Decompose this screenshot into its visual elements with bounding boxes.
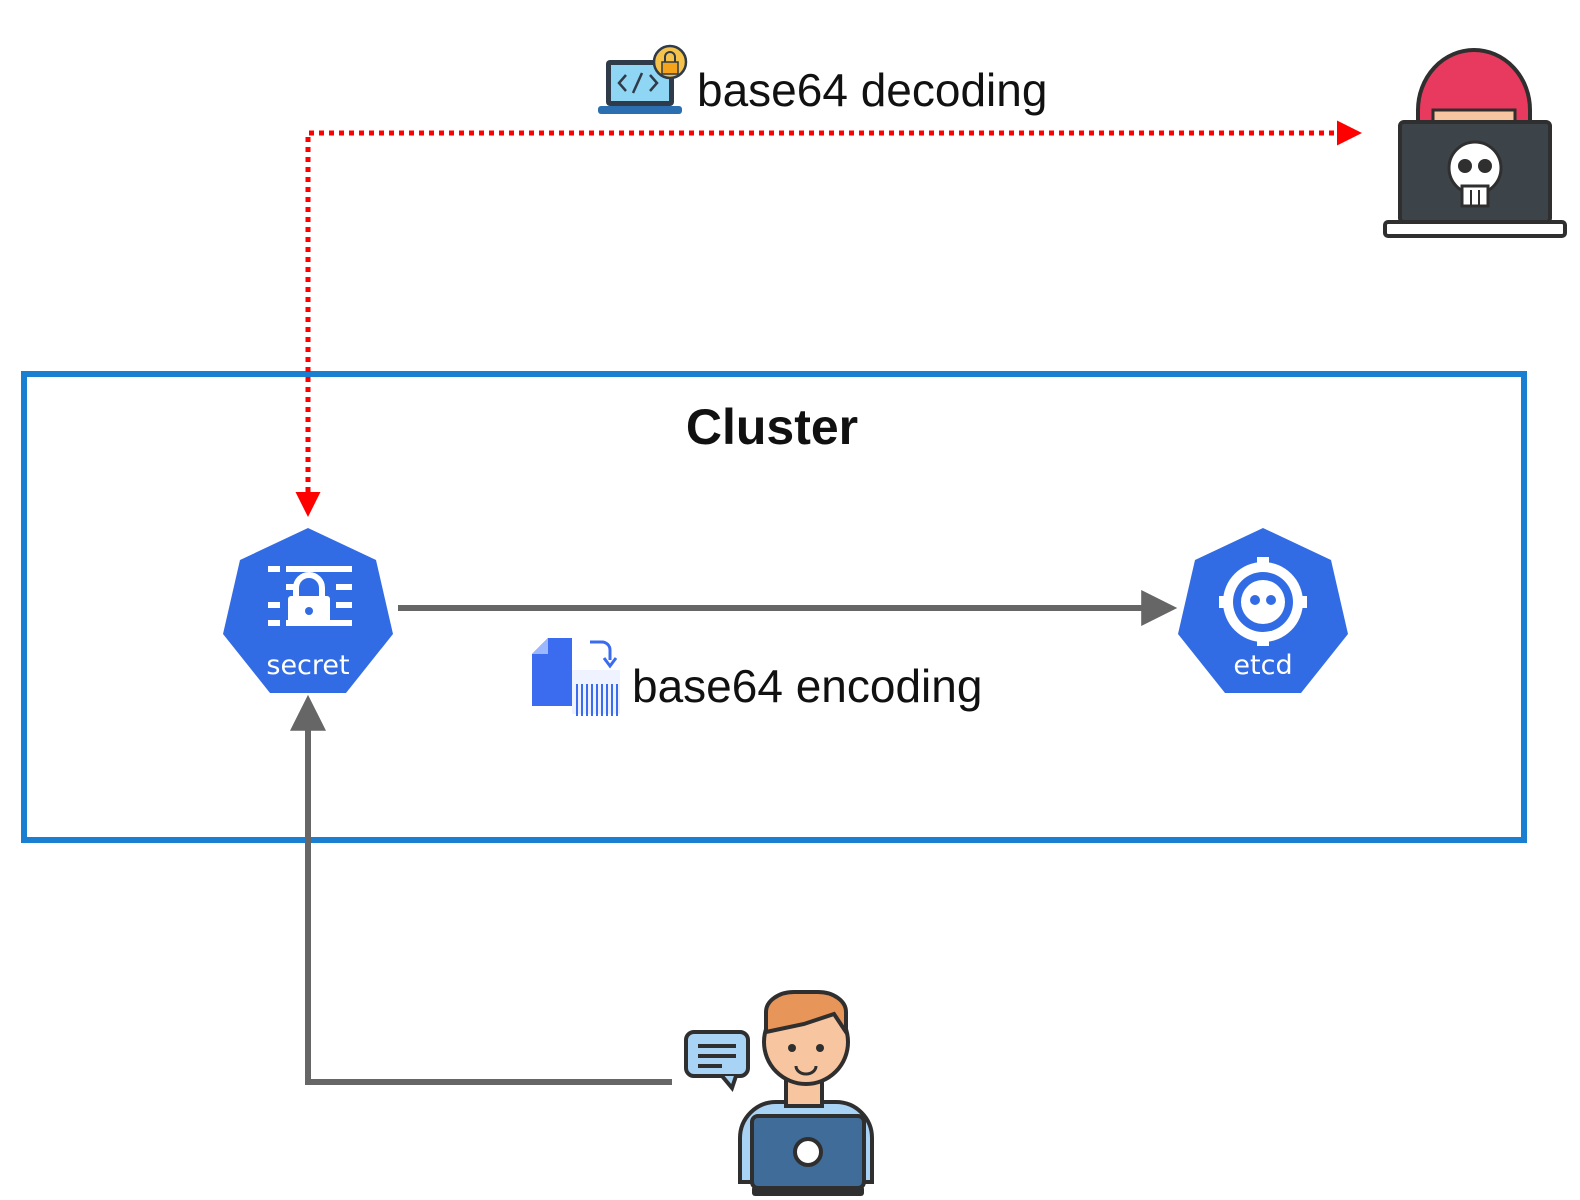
etcd-logo-icon — [1219, 557, 1307, 646]
secret-label: secret — [266, 650, 349, 681]
file-encoding-icon — [532, 638, 620, 716]
encoding-label: base64 encoding — [632, 660, 982, 712]
hacker-icon — [1383, 48, 1567, 238]
etcd-node: etcd — [1178, 528, 1348, 693]
laptop-code-lock-icon — [598, 44, 688, 114]
decoding-arrow — [295, 120, 1362, 517]
developer-with-laptop-icon — [684, 990, 874, 1196]
lock-icon — [268, 566, 352, 626]
secret-node: secret — [223, 528, 393, 693]
cluster-title: Cluster — [686, 399, 858, 455]
etcd-label: etcd — [1233, 650, 1292, 681]
decoding-label: base64 decoding — [697, 64, 1047, 116]
user-to-secret-arrow — [290, 694, 672, 1085]
